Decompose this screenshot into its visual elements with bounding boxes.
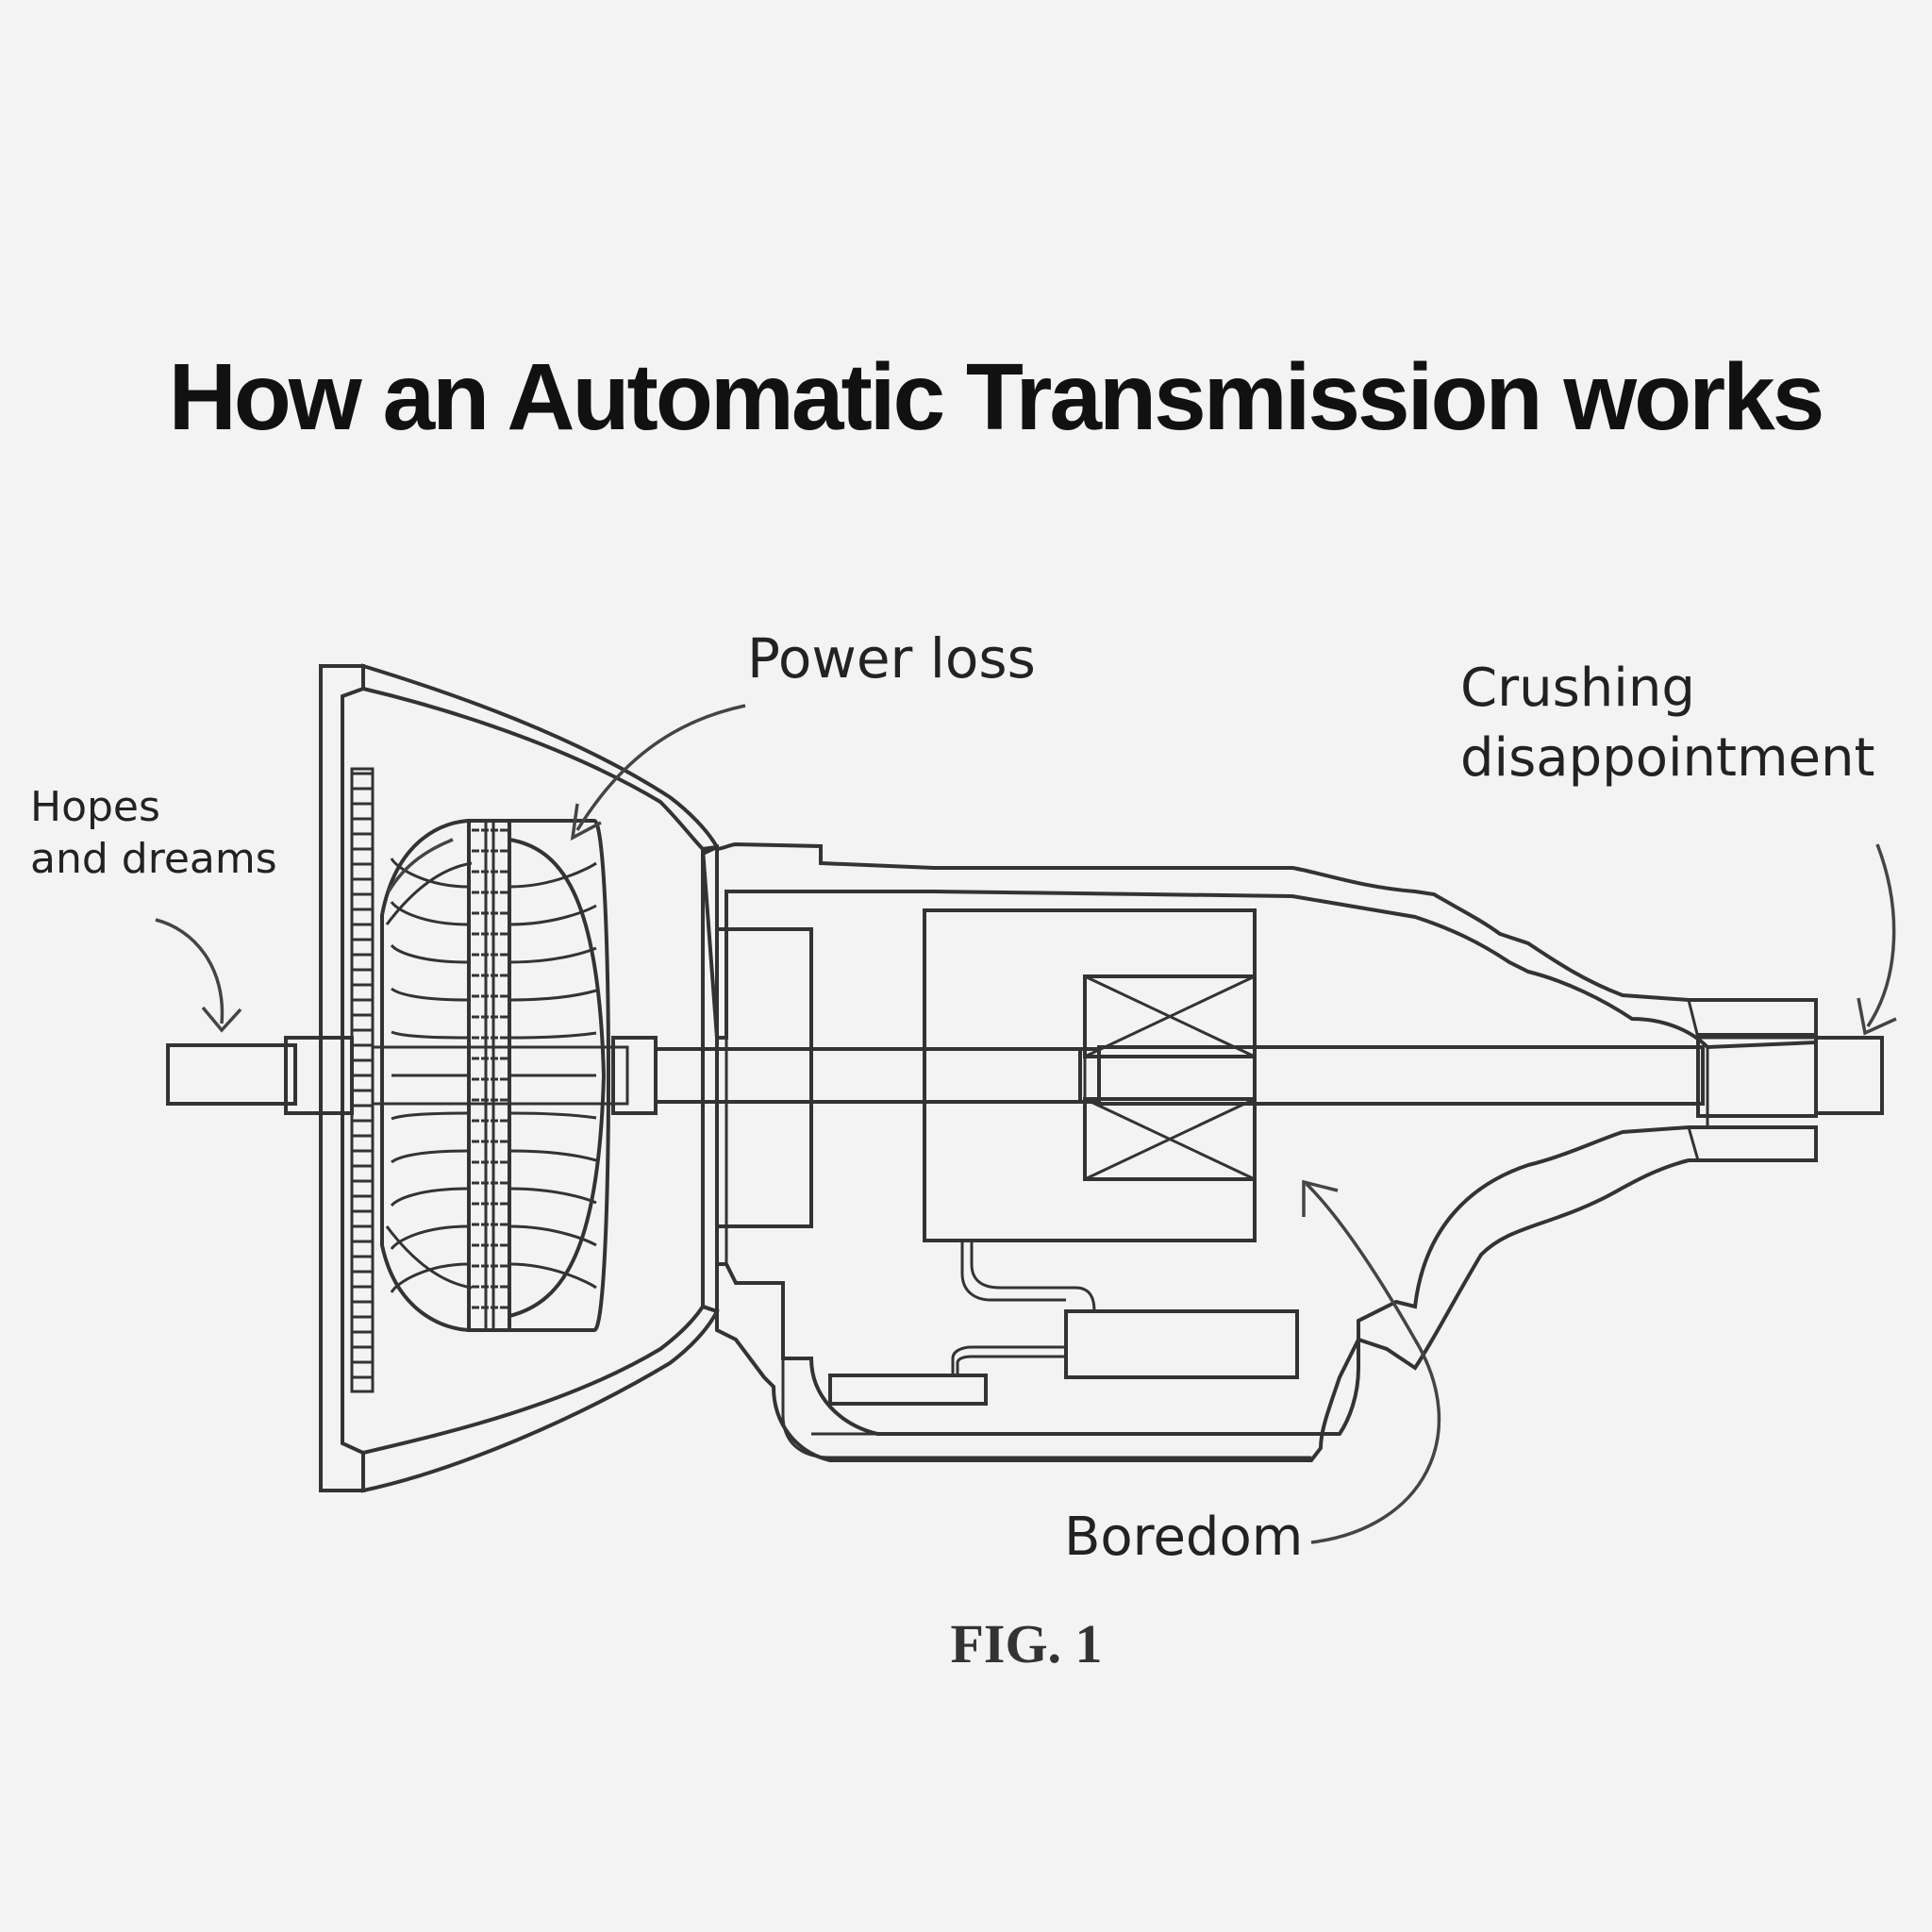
transmission-case	[701, 841, 1818, 1462]
figure-caption: FIG. 1	[950, 1613, 1102, 1674]
label-crushing-line2: disappointment	[1460, 727, 1874, 789]
label-hopes-line1: Hopes	[30, 783, 160, 831]
label-boredom: Boredom	[1064, 1507, 1303, 1568]
page-title: How an Automatic Transmission works	[169, 344, 1823, 450]
label-hopes-line2: and dreams	[30, 835, 277, 883]
bell-housing	[361, 663, 721, 1493]
torque-converter	[380, 819, 610, 1332]
flex-plate	[350, 767, 375, 1393]
label-power-loss: Power loss	[747, 626, 1036, 691]
shafts	[166, 1033, 1884, 1118]
label-crushing-line1: Crushing	[1460, 658, 1695, 719]
callout-arrows	[155, 704, 1897, 1544]
